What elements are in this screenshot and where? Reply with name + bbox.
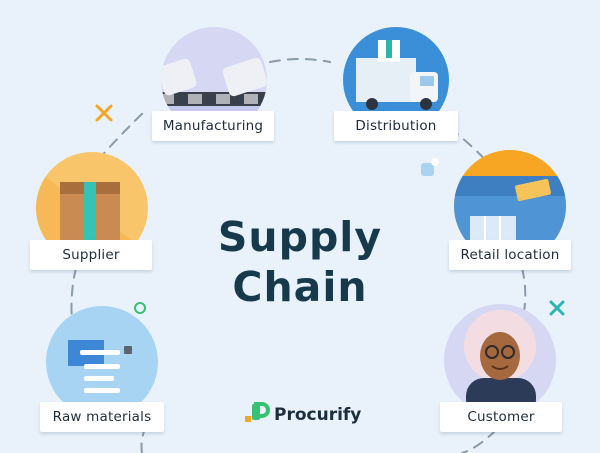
- storefront-icon: [454, 150, 566, 262]
- green-ring-decoration: [134, 302, 146, 314]
- distribution-label: Distribution: [334, 111, 458, 141]
- small-blue-square-decoration: [421, 158, 439, 176]
- orange-x-decoration: [95, 104, 113, 122]
- teal-x-decoration: [549, 300, 565, 316]
- procurify-logo-icon: [245, 402, 270, 422]
- delivery-truck-icon: [343, 27, 449, 133]
- customer-label: Customer: [440, 402, 562, 432]
- brand-name: Procurify: [274, 405, 362, 425]
- manufacturing-label: Manufacturing: [152, 111, 274, 141]
- title-line-2: Chain: [232, 263, 368, 311]
- diagram-title: Supply Chain: [200, 212, 400, 312]
- document-icon: [46, 306, 158, 418]
- raw-materials-label: Raw materials: [40, 402, 164, 432]
- supplier-label: Supplier: [30, 240, 152, 270]
- title-line-1: Supply: [217, 213, 383, 261]
- brand: Procurify: [244, 402, 361, 428]
- customer-avatar-icon: [444, 304, 556, 416]
- retail-location-label: Retail location: [449, 240, 571, 270]
